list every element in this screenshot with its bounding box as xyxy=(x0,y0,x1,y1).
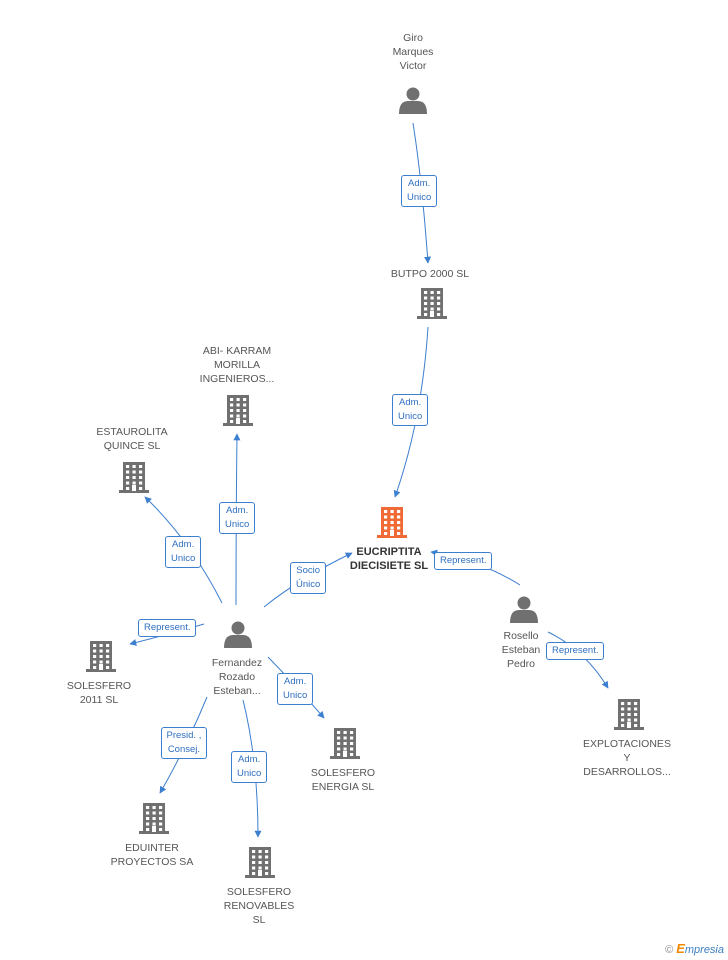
building-icon-solesferoenergia[interactable] xyxy=(330,728,360,759)
node-label-line: EDUINTER xyxy=(125,842,179,854)
node-label-line: 2011 SL xyxy=(79,694,119,706)
node-label-line: Esteban... xyxy=(213,685,261,697)
node-label-line: SOLESFERO xyxy=(66,680,132,692)
node-label-line: ESTAUROLITA xyxy=(96,426,168,438)
person-icon-fernandez[interactable] xyxy=(224,621,252,649)
brand-initial: E xyxy=(676,941,685,956)
node-label-line: SOLESFERO xyxy=(226,886,292,898)
edge-label-line: Unico xyxy=(171,553,196,564)
edge-label-line: Unico xyxy=(407,192,432,203)
edge-label-line: Unico xyxy=(225,519,250,530)
node-label-solesfero2011[interactable]: SOLESFERO 2011 SL xyxy=(34,679,164,707)
node-label-abikarram[interactable]: ABI- KARRAM MORILLA INGENIEROS... xyxy=(172,344,302,386)
node-label-line: Fernandez xyxy=(211,657,263,669)
node-label-eucriptita[interactable]: EUCRIPTITA DIECISIETE SL xyxy=(324,545,454,573)
node-label-line: ENERGIA SL xyxy=(311,781,375,793)
node-label-solesferoenergia[interactable]: SOLESFERO ENERGIA SL xyxy=(278,766,408,794)
node-label-line: RENOVABLES xyxy=(223,900,295,912)
edge-label-line: Represent. xyxy=(144,622,191,633)
brand-rest: mpresia xyxy=(684,944,724,956)
building-icon-solesfero2011[interactable] xyxy=(86,641,116,672)
node-label-line: DESARROLLOS... xyxy=(583,766,671,778)
edge-label-line: Adm. xyxy=(226,505,249,516)
node-label-line: SL xyxy=(252,914,266,926)
edge-label-line: Represent. xyxy=(440,555,487,566)
node-label-line: EUCRIPTITA xyxy=(356,546,422,558)
edge-label-fernandez-abikarram[interactable]: Adm. Unico xyxy=(219,502,256,534)
edge-label-line: Adm. xyxy=(399,397,422,408)
node-label-line: Y xyxy=(623,752,631,764)
edge-label-line: Adm. xyxy=(172,539,195,550)
edge-label-rosello-eucriptita[interactable]: Represent. xyxy=(434,552,493,570)
node-label-line: ABI- KARRAM xyxy=(202,345,272,357)
edge-label-fernandez-estaurolita[interactable]: Adm. Unico xyxy=(165,536,202,568)
node-label-line: Pedro xyxy=(506,658,536,670)
node-label-line: Esteban xyxy=(501,644,541,656)
node-label-line: INGENIEROS... xyxy=(199,373,275,385)
building-icon-solesferorenov[interactable] xyxy=(245,847,275,878)
edge-label-line: Presid. , xyxy=(166,730,202,741)
edge-label-fernandez-solesferorenov[interactable]: Adm. Unico xyxy=(231,751,268,783)
node-label-line: Rozado xyxy=(218,671,256,683)
node-label-butpo[interactable]: BUTPO 2000 SL xyxy=(365,267,495,281)
edge-label-butpo-eucriptita[interactable]: Adm. Unico xyxy=(392,394,429,426)
building-icon-butpo[interactable] xyxy=(417,288,447,319)
node-label-line: Giro xyxy=(403,32,423,44)
node-label-line: Marques xyxy=(392,46,434,58)
edge-label-fernandez-solesferoenergia[interactable]: Adm. Unico xyxy=(277,673,314,705)
node-label-line: EXPLOTACIONES xyxy=(583,738,671,750)
edge-label-line: Único xyxy=(296,579,321,590)
node-label-line: Rosello xyxy=(503,630,539,642)
node-label-line: PROYECTOS SA xyxy=(110,856,194,868)
edge-label-line: Adm. xyxy=(408,178,431,189)
edge-label-rosello-explotaciones[interactable]: Represent. xyxy=(546,642,605,660)
edge-label-line: Unico xyxy=(237,768,262,779)
person-icon-rosello[interactable] xyxy=(510,596,538,624)
edge-label-line: Consej. xyxy=(167,744,201,755)
node-label-line: DIECISIETE SL xyxy=(349,560,429,572)
node-label-solesferorenov[interactable]: SOLESFERO RENOVABLES SL xyxy=(194,885,324,927)
copyright-symbol: © xyxy=(665,944,674,956)
edge-label-line: Represent. xyxy=(552,645,599,656)
node-label-line: MORILLA xyxy=(213,359,261,371)
edge-label-line: Adm. xyxy=(284,676,307,687)
node-label-estaurolita[interactable]: ESTAUROLITA QUINCE SL xyxy=(67,425,197,453)
edge-label-giro-butpo[interactable]: Adm. Unico xyxy=(401,175,438,207)
building-icon-eucriptita[interactable] xyxy=(377,507,407,538)
edge-label-line: Unico xyxy=(283,690,308,701)
building-icon-explotaciones[interactable] xyxy=(614,699,644,730)
edge-label-line: Socio xyxy=(296,565,321,576)
node-label-line: QUINCE SL xyxy=(103,440,161,452)
nodes-layer xyxy=(86,87,644,878)
building-icon-estaurolita[interactable] xyxy=(119,462,149,493)
edge-label-line: Adm. xyxy=(238,754,261,765)
building-icon-abikarram[interactable] xyxy=(223,395,253,426)
node-label-explotaciones[interactable]: EXPLOTACIONES Y DESARROLLOS... xyxy=(562,737,692,779)
empresia-watermark: ©Empresia xyxy=(665,941,724,956)
edge-label-fernandez-eduinter[interactable]: Presid. , Consej. xyxy=(160,727,208,759)
person-icon-giro[interactable] xyxy=(399,87,427,115)
node-label-line: BUTPO 2000 SL xyxy=(390,268,470,280)
node-label-line: Victor xyxy=(399,60,427,72)
node-label-line: SOLESFERO xyxy=(310,767,376,779)
node-label-eduinter[interactable]: EDUINTER PROYECTOS SA xyxy=(87,841,217,869)
edge-label-line: Unico xyxy=(398,411,423,422)
edge-label-fernandez-solesfero2011[interactable]: Represent. xyxy=(138,619,197,637)
building-icon-eduinter[interactable] xyxy=(139,803,169,834)
